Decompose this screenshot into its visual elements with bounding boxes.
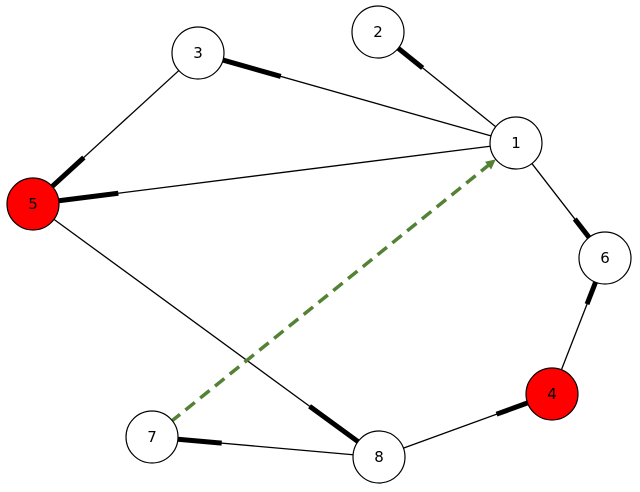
node-label: 4 bbox=[547, 385, 557, 403]
edge-3-5 bbox=[50, 70, 180, 189]
node-label: 2 bbox=[373, 23, 383, 41]
node-4[interactable]: 4 bbox=[525, 367, 579, 421]
node-circle bbox=[352, 430, 406, 484]
edge-8-4 bbox=[403, 400, 529, 449]
node-label: 1 bbox=[511, 134, 521, 152]
node-label: 6 bbox=[600, 249, 610, 267]
node-3[interactable]: 3 bbox=[171, 26, 225, 80]
edge-8-7 bbox=[177, 436, 354, 456]
node-circle bbox=[489, 116, 543, 170]
node-circle bbox=[578, 231, 632, 285]
node-circle bbox=[6, 177, 60, 231]
edges-layer bbox=[50, 46, 598, 456]
edge-1-3 bbox=[222, 57, 492, 137]
node-label: 3 bbox=[193, 44, 203, 62]
edge-1-2 bbox=[396, 46, 497, 128]
node-label: 7 bbox=[147, 428, 157, 446]
dashed-arrow-7-1 bbox=[169, 159, 496, 424]
node-circle bbox=[351, 5, 405, 59]
edge-4-6 bbox=[560, 281, 598, 371]
node-6[interactable]: 6 bbox=[578, 231, 632, 285]
node-label: 5 bbox=[28, 195, 38, 213]
node-circle bbox=[125, 410, 179, 464]
arrow-layer bbox=[169, 159, 496, 424]
node-circle bbox=[171, 26, 225, 80]
node-label: 8 bbox=[374, 448, 384, 466]
node-2[interactable]: 2 bbox=[351, 5, 405, 59]
node-8[interactable]: 8 bbox=[352, 430, 406, 484]
node-1[interactable]: 1 bbox=[489, 116, 543, 170]
nodes-layer: 1 2 3 4 5 6 7 8 bbox=[6, 5, 632, 484]
edge-5-8 bbox=[53, 218, 360, 444]
node-5[interactable]: 5 bbox=[6, 177, 60, 231]
node-circle bbox=[525, 367, 579, 421]
edge-1-5 bbox=[58, 145, 491, 204]
node-7[interactable]: 7 bbox=[125, 410, 179, 464]
edge-1-6 bbox=[531, 163, 592, 239]
